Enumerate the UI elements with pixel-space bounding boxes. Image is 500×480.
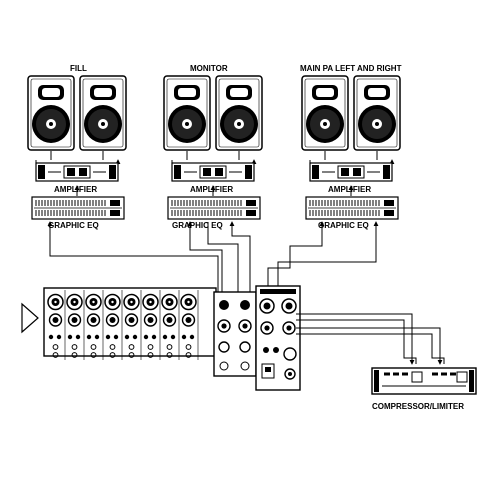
monitor-amplifier-label: AMPLIFIER (190, 185, 233, 194)
compressor-label: COMPRESSOR/LIMITER (372, 402, 464, 411)
speaker-label-main-pa: MAIN PA LEFT AND RIGHT (300, 64, 402, 73)
fill-amplifier (35, 162, 119, 182)
fill-eq-label: GRAPHIC EQ (48, 221, 99, 230)
signal-cables (47, 221, 379, 292)
monitor-speaker-right (215, 75, 263, 151)
mixing-console (21, 285, 301, 391)
monitor-amplifier (171, 162, 255, 182)
main-speaker-left (301, 75, 349, 151)
compressor-limiter: COMPRESSOR/LIMITER (371, 367, 477, 411)
monitor-speaker-left (163, 75, 211, 151)
main-graphic-eq (305, 196, 399, 220)
input-triangle-icon (21, 302, 39, 334)
speaker-group-main-pa: MAIN PA LEFT AND RIGHT AMPLIFIER GRAPHIC… (300, 64, 402, 230)
speaker-group-monitor: MONITOR AMPLIFIER GRAPHIC EQ (163, 64, 263, 230)
main-amplifier-label: AMPLIFIER (328, 185, 371, 194)
fill-speaker-right (79, 75, 127, 151)
main-amplifier (309, 162, 393, 182)
fill-speaker-left (27, 75, 75, 151)
fill-graphic-eq (31, 196, 125, 220)
speaker-group-fill: FILL AMPLIFIER GRAPHIC EQ (27, 64, 127, 230)
speaker-label-fill: FILL (70, 64, 87, 73)
fill-amplifier-label: AMPLIFIER (54, 185, 97, 194)
insert-cables (296, 313, 445, 365)
speaker-label-monitor: MONITOR (190, 64, 228, 73)
main-speaker-right (353, 75, 401, 151)
main-eq-label: GRAPHIC EQ (318, 221, 369, 230)
monitor-graphic-eq (167, 196, 261, 220)
monitor-eq-label: GRAPHIC EQ (172, 221, 223, 230)
